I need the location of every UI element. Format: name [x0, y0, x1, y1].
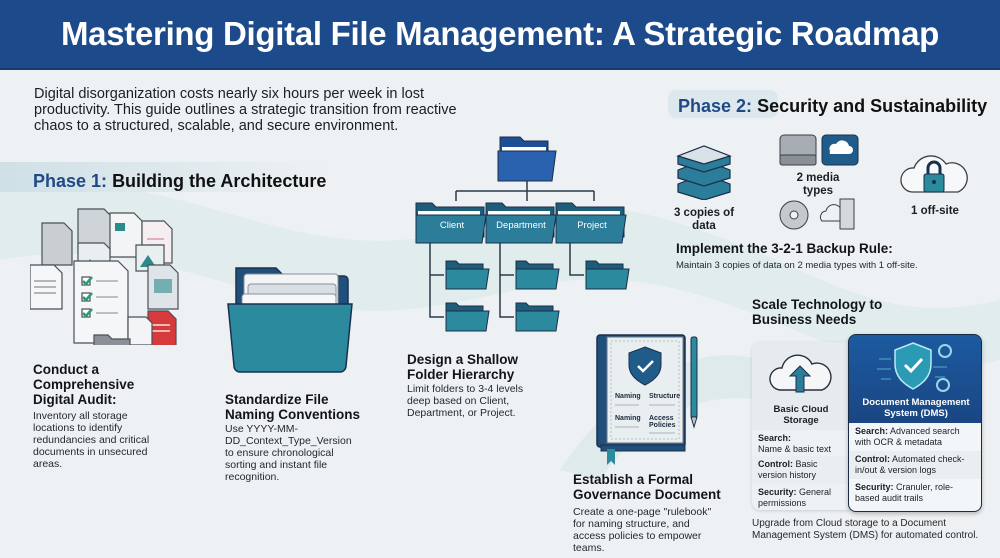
book-section-structure: Structure — [649, 393, 681, 400]
dms-control: Control: Automated check-in/out & versio… — [855, 454, 965, 475]
phase2-label: Phase 2: — [678, 96, 753, 116]
folder-hierarchy-icon: Client Department Project — [412, 133, 632, 348]
basic-search: Search:Name & basic text — [758, 433, 832, 454]
phase2-title: Phase 2: Security and Sustainability — [678, 92, 997, 121]
basic-cloud-name: Basic Cloud Storage — [773, 404, 829, 426]
scale-title: Scale Technology to Business Needs — [752, 297, 883, 327]
server-stack-icon — [676, 140, 732, 201]
backup-label-media: 2 media types — [796, 172, 840, 197]
dms-security: Security: Cranuler, role-based audit tra… — [855, 482, 954, 503]
hierarchy-step-title: Design a Shallow Folder Hierarchy — [407, 352, 519, 382]
folder-label-client: Client — [439, 220, 465, 231]
governance-book-icon: Naming Structure Naming Access Policies — [593, 333, 703, 468]
scale-description: Upgrade from Cloud storage to a Document… — [752, 518, 979, 541]
intro-text: Digital disorganization costs nearly six… — [34, 86, 457, 134]
comparison-table: Basic Cloud Storage Search:Name & basic … — [752, 334, 992, 512]
folder-client — [415, 202, 487, 244]
governance-step-title: Establish a Formal Governance Document — [573, 472, 721, 502]
audit-step-title: Conduct a Comprehensive Digital Audit: — [33, 362, 135, 407]
phase1-label: Phase 1: — [33, 171, 108, 191]
folder-label-department: Department — [496, 220, 546, 231]
phase1-title: Phase 1: Building the Architecture — [33, 167, 336, 196]
basic-control: Control: Basic version history — [758, 459, 818, 480]
dms-search: Search: Advanced search with OCR & metad… — [855, 426, 960, 447]
basic-cloud-card: Basic Cloud Storage Search:Name & basic … — [752, 342, 850, 510]
open-folder-icon — [226, 260, 356, 380]
cloud-lock-icon — [898, 152, 970, 196]
shield-gear-icon — [877, 342, 952, 392]
page-title: Mastering Digital File Management: A Str… — [60, 15, 939, 52]
header-banner: Mastering Digital File Management: A Str… — [0, 0, 1000, 70]
backup-label-copies: 3 copies of data — [673, 207, 735, 232]
basic-security: Security: General permissions — [758, 487, 832, 508]
book-section-naming-2: Naming — [615, 415, 641, 422]
backup-rule-description: Maintain 3 copies of data on 2 media typ… — [676, 260, 918, 271]
book-section-naming: Naming — [615, 393, 641, 400]
dms-card: Document Management System (DMS) Search:… — [848, 334, 982, 512]
audit-step-description: Inventory all storage locations to ident… — [33, 410, 150, 470]
dms-name: Document Management System (DMS) — [862, 397, 970, 419]
phase1-heading: Building the Architecture — [112, 171, 327, 191]
phase2-heading: Security and Sustainability — [757, 96, 988, 116]
document-audit-icon — [29, 205, 180, 350]
naming-step-description: Use YYYY-MM-DD_Context_Type_Version to e… — [225, 423, 352, 483]
folder-project — [555, 202, 627, 244]
folder-label-project: Project — [577, 220, 607, 231]
media-types-icon — [778, 133, 860, 233]
governance-step-description: Create a one-page "rulebook" for naming … — [573, 506, 712, 554]
cloud-upload-icon — [769, 354, 832, 393]
phase1-band — [0, 162, 330, 192]
book-section-access: Access Policies — [649, 415, 676, 429]
hierarchy-step-description: Limit folders to 3-4 levels deep based o… — [407, 383, 524, 419]
backup-label-offsite: 1 off-site — [911, 205, 959, 217]
phase2-band — [668, 90, 778, 118]
backup-rule-title: Implement the 3-2-1 Backup Rule: — [676, 241, 893, 256]
folder-department — [485, 202, 557, 244]
naming-step-title: Standardize File Naming Conventions — [225, 392, 361, 422]
